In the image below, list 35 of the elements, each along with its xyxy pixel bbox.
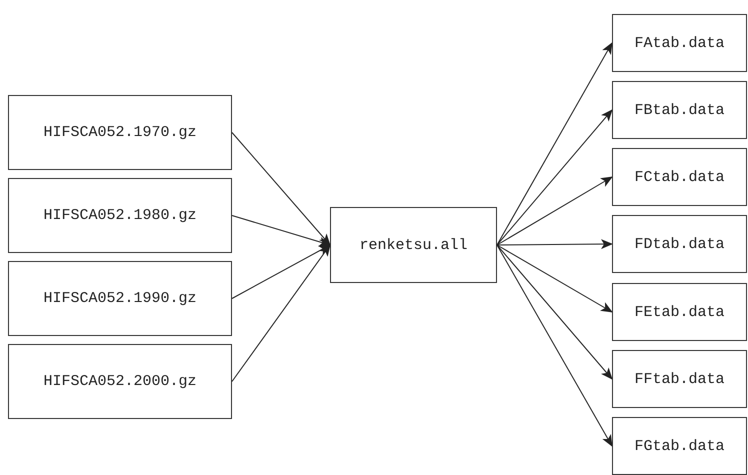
file-name: renketsu.all bbox=[359, 236, 468, 254]
file-name: FAtab.data bbox=[634, 34, 724, 52]
file-name: HIFSCA052.1970.gz bbox=[43, 124, 197, 141]
file-name: FEtab.data bbox=[634, 304, 724, 320]
arrow bbox=[232, 132, 331, 246]
file-box bbox=[612, 148, 747, 206]
arrow bbox=[232, 244, 331, 299]
file-box bbox=[612, 283, 747, 341]
file-name: FDtab.data bbox=[634, 236, 724, 252]
arrow bbox=[496, 109, 613, 246]
file-name: HIFSCA052.1980.gz bbox=[43, 207, 197, 224]
arrow bbox=[496, 244, 613, 312]
file-box bbox=[612, 81, 747, 139]
file-box bbox=[612, 417, 747, 475]
arrow bbox=[496, 244, 613, 380]
file-box bbox=[8, 95, 232, 170]
arrow bbox=[232, 244, 331, 382]
file-name: HIFSCA052.1990.gz bbox=[43, 290, 197, 307]
file-name: FCtab.data bbox=[634, 168, 724, 186]
arrow bbox=[496, 176, 613, 246]
arrow bbox=[496, 244, 612, 447]
file-box bbox=[612, 14, 747, 72]
file-box bbox=[8, 344, 232, 419]
file-box bbox=[8, 178, 232, 253]
file-box bbox=[330, 207, 497, 283]
file-name: FGtab.data bbox=[634, 438, 724, 454]
file-box bbox=[612, 350, 747, 408]
arrow bbox=[496, 42, 612, 246]
file-name: FBtab.data bbox=[634, 102, 724, 118]
file-box bbox=[612, 215, 747, 273]
file-name: FFtab.data bbox=[634, 370, 724, 388]
arrow bbox=[496, 239, 613, 250]
file-box bbox=[8, 261, 232, 336]
arrow bbox=[232, 215, 331, 247]
file-name: HIFSCA052.2000.gz bbox=[43, 373, 197, 390]
